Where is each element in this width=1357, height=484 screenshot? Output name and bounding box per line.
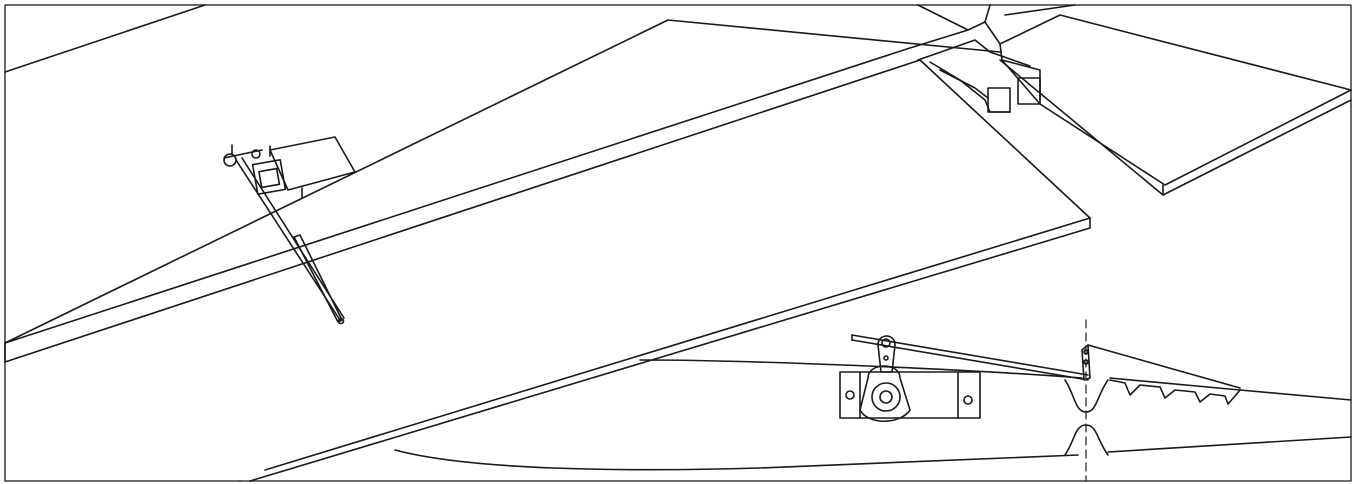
servo-horn-bolt bbox=[251, 149, 261, 159]
hinge-line-lower bbox=[4, 59, 921, 363]
servo-output-spline bbox=[871, 382, 901, 412]
root-edge-line-c bbox=[1004, 4, 1076, 16]
servo-body-inner bbox=[258, 167, 281, 189]
root-edge-line-b bbox=[984, 4, 991, 23]
servo-hatch-plate bbox=[269, 136, 356, 191]
servo-body bbox=[251, 158, 287, 196]
hinge-line-upper bbox=[4, 47, 911, 344]
root-edge-line-a bbox=[917, 4, 969, 31]
control-horn-tip bbox=[337, 317, 345, 325]
servo-horn-profile bbox=[877, 335, 896, 373]
aileron-edge-thickness bbox=[264, 217, 1091, 471]
wing-root-joint bbox=[909, 4, 1352, 196]
wing-leading-edge-line bbox=[4, 4, 206, 73]
servo-horn-linkage bbox=[223, 136, 356, 325]
servo-hinge-cross-section bbox=[394, 319, 1352, 482]
joiner-slot bbox=[929, 61, 1011, 113]
joiner-slot-inner bbox=[939, 69, 989, 99]
joiner-block-left bbox=[987, 87, 1011, 113]
figure-frame bbox=[4, 4, 1352, 482]
control-horn bbox=[293, 234, 343, 323]
servo-output-housing bbox=[859, 365, 911, 422]
root-bevel-line bbox=[1001, 59, 1041, 105]
wing-panel bbox=[4, 4, 1001, 363]
servo-mount-hole-right bbox=[963, 395, 973, 405]
servo-horn-mid-hole bbox=[883, 355, 889, 361]
airfoil-lower-surface bbox=[394, 449, 1079, 471]
joiner-plate-inner bbox=[917, 39, 1031, 67]
servo-horn-top-hole bbox=[881, 338, 891, 348]
servo-mount-body bbox=[839, 371, 981, 419]
aileron-section-lower bbox=[1107, 436, 1352, 453]
section-pushrod-lower bbox=[851, 339, 1089, 381]
aileron-trailing-edge bbox=[249, 217, 1091, 482]
airfoil-upper-surface bbox=[639, 359, 1083, 379]
aileron-surface bbox=[239, 59, 1091, 482]
servo-mount-hole-left bbox=[845, 390, 855, 400]
right-wing-panel-thickness bbox=[999, 59, 1352, 196]
right-wing-panel-edge bbox=[1039, 89, 1352, 186]
aileron-serrated-edge bbox=[1109, 379, 1241, 405]
servo-output-spline-inner bbox=[879, 390, 893, 404]
servo-horn-arm bbox=[223, 149, 263, 159]
aileron-top-plate bbox=[1087, 344, 1241, 389]
right-wing-panel-top bbox=[999, 14, 1352, 91]
aileron-top-edge bbox=[919, 59, 1091, 219]
wing-top-edge bbox=[4, 19, 1001, 344]
joiner-block-right bbox=[1017, 77, 1041, 105]
section-pushrod-upper bbox=[851, 334, 1089, 376]
aileron-section-upper bbox=[1109, 377, 1352, 401]
